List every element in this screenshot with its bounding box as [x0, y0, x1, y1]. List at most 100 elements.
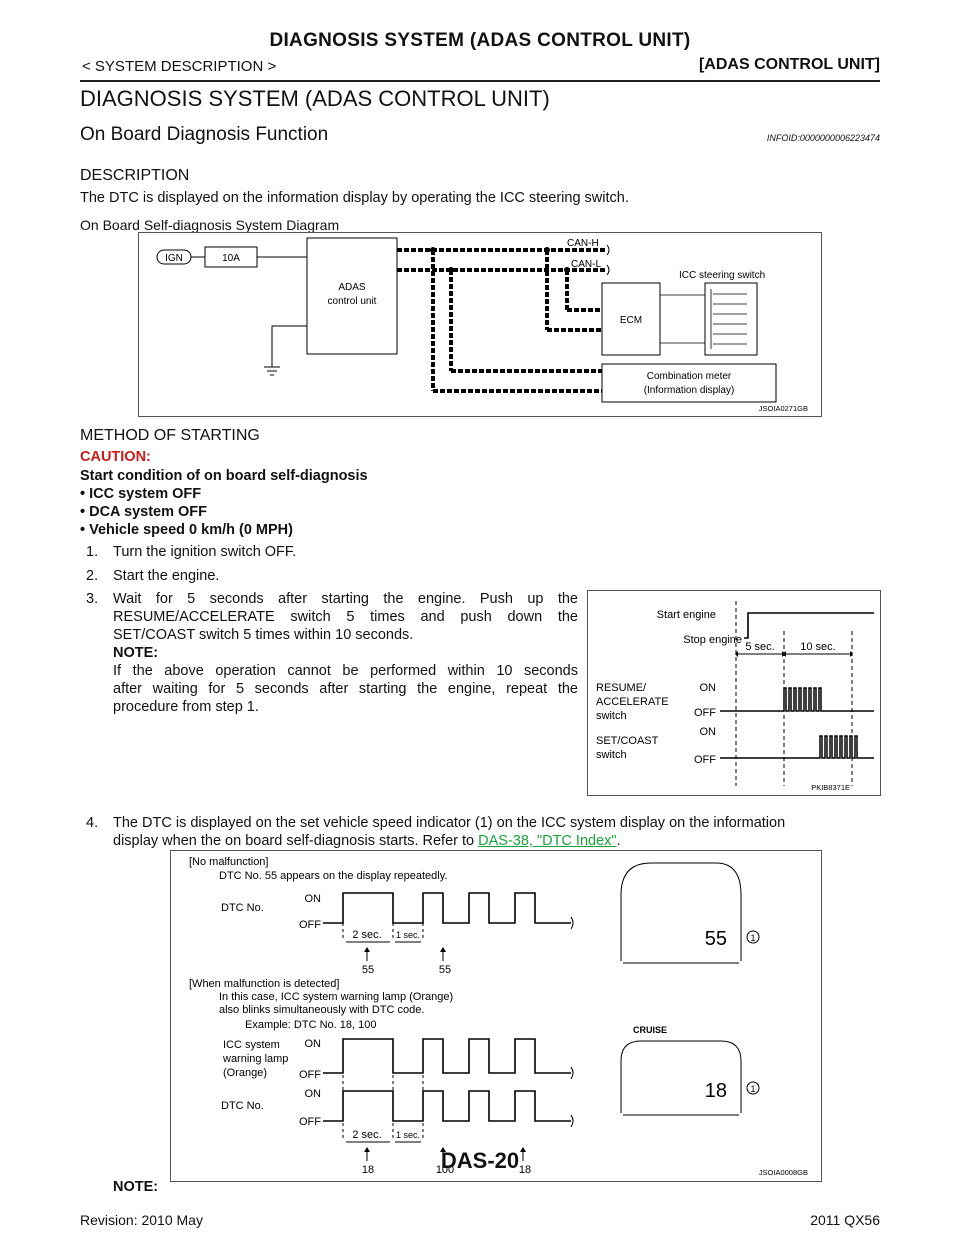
- can-l-label: CAN-L: [571, 259, 601, 270]
- step-3-line-3: SET/COAST switch 5 times within 10 secon…: [113, 627, 414, 643]
- dtc2-code-18-a: 18: [362, 1164, 374, 1176]
- resume-signal: [720, 687, 874, 712]
- step-4-line-1: The DTC is displayed on the set vehicle …: [113, 815, 786, 831]
- note-bottom: NOTE:: [113, 1179, 159, 1195]
- dtc1-break: [570, 916, 574, 930]
- icc-switch-box: [704, 282, 758, 356]
- ten-sec-label: 10 sec.: [800, 641, 835, 653]
- diagram-caption: On Board Self-diagnosis System Diagram: [80, 217, 340, 233]
- caution-item-1: • ICC system OFF: [80, 486, 202, 502]
- step-3-text: Wait for 5 seconds after starting the en…: [113, 590, 578, 716]
- fuse-label: 10A: [222, 253, 240, 264]
- dtc-blink-diagram-svg: [No malfunction] DTC No. 55 appears on t…: [189, 856, 808, 1177]
- dtc2-code-18-b: 18: [519, 1164, 531, 1176]
- can-junctions: [430, 247, 570, 273]
- lamp-on-label: ON: [305, 1038, 322, 1050]
- arrowhead-2: [783, 651, 786, 657]
- section-title: On Board Diagnosis Function: [80, 124, 329, 145]
- figure2-tag: PKIB8371E: [811, 783, 850, 792]
- icc-switch-label: ICC steering switch: [679, 270, 765, 281]
- dtc1-code-55-a: 55: [362, 964, 374, 976]
- cruise-indicator: CRUISE: [633, 1025, 667, 1035]
- no-malfunction-title: [No malfunction]: [189, 856, 268, 868]
- malfunction-desc-2: also blinks simultaneously with DTC code…: [219, 1004, 424, 1016]
- breadcrumb: < SYSTEM DESCRIPTION >: [82, 58, 277, 75]
- step-3-line-1: Wait for 5 seconds after starting the en…: [113, 591, 578, 607]
- resume-on-label: ON: [700, 682, 717, 694]
- can-h-label: CAN-H: [567, 238, 599, 249]
- step-3-note-label: NOTE:: [113, 645, 159, 661]
- malfunction-example: Example: DTC No. 18, 100: [245, 1019, 376, 1031]
- step-4-line-2: display when the on board self-diagnosis…: [113, 833, 621, 849]
- caution-title: Start condition of on board self-diagnos…: [80, 468, 368, 484]
- set-on-label: ON: [700, 726, 717, 738]
- system-diagram: IGN 10A ADAS control unit CAN-H CAN-L EC…: [138, 232, 822, 417]
- dtc-no-label-2: DTC No.: [221, 1100, 264, 1112]
- ground-wire: [271, 325, 307, 367]
- dtc2-one-sec: 1 sec.: [396, 1130, 420, 1140]
- dtc1-markers: [342, 923, 424, 941]
- section-label: [ADAS CONTROL UNIT]: [698, 56, 880, 73]
- timing-diagram-svg: Start engine Stop engine 5 sec. 10 sec. …: [596, 601, 874, 792]
- display-18-callout-num: 1: [750, 1084, 755, 1094]
- malfunction-title: [When malfunction is detected]: [189, 978, 339, 990]
- dtc2-signal: [323, 1090, 571, 1122]
- step-2-num: 2.: [86, 568, 99, 584]
- set-label-2: switch: [596, 749, 627, 761]
- step-1-num: 1.: [86, 544, 99, 560]
- dtc1-arrowhead-2: [440, 947, 446, 952]
- dtc1-arrowhead-1: [364, 947, 370, 952]
- arrowhead-3: [850, 651, 853, 657]
- set-signal: [720, 735, 874, 759]
- set-label-1: SET/COAST: [596, 735, 659, 747]
- dtc-no-label-1: DTC No.: [221, 902, 264, 914]
- ign-label: IGN: [165, 253, 183, 264]
- dtc2-markers: [342, 1039, 424, 1141]
- dtc-blink-diagram: [No malfunction] DTC No. 55 appears on t…: [170, 850, 822, 1182]
- figure1-tag: JSOIA0271GB: [759, 404, 808, 413]
- step-3-note-line-3: procedure from step 1.: [113, 699, 259, 715]
- resume-off-label: OFF: [694, 707, 716, 719]
- step-3-line-2: RESUME/ACCELERATE switch 5 times and pus…: [113, 609, 578, 625]
- caution-item-3: • Vehicle speed 0 km/h (0 MPH): [80, 522, 293, 538]
- running-header-title: DIAGNOSIS SYSTEM (ADAS CONTROL UNIT): [269, 30, 691, 51]
- step-2-text: Start the engine.: [113, 568, 220, 584]
- dtc2-code-100: 100: [436, 1164, 454, 1176]
- footer-revision: Revision: 2010 May: [80, 1212, 203, 1228]
- set-off-label: OFF: [694, 754, 716, 766]
- display-55-value: 55: [705, 928, 727, 950]
- page-code: DAS-20: [440, 1148, 520, 1173]
- description-heading: DESCRIPTION: [80, 167, 190, 184]
- display-55-frame: [620, 862, 742, 961]
- can-l-wave: [606, 264, 610, 276]
- lamp-break: [570, 1066, 574, 1080]
- can-h-wave: [606, 244, 610, 256]
- dtc2-arrowhead-1: [364, 1147, 370, 1152]
- page-title: DIAGNOSIS SYSTEM (ADAS CONTROL UNIT): [80, 86, 550, 111]
- dtc1-code-55-b: 55: [439, 964, 451, 976]
- dtc-index-link[interactable]: DAS-38, "DTC Index": [478, 833, 617, 849]
- no-malfunction-desc: DTC No. 55 appears on the display repeat…: [219, 870, 447, 882]
- can-bus-lines: [397, 248, 607, 393]
- system-diagram-svg: IGN 10A ADAS control unit CAN-H CAN-L EC…: [156, 237, 808, 413]
- lamp-label-3: (Orange): [223, 1067, 267, 1079]
- lamp-label-1: ICC system: [223, 1039, 280, 1051]
- dtc1-off-label: OFF: [299, 919, 321, 931]
- display-18-frame: [620, 1040, 742, 1113]
- arrowhead-4: [735, 651, 738, 657]
- ecm-label: ECM: [620, 315, 642, 326]
- combination-meter-box: [601, 363, 777, 403]
- engine-signal: [744, 612, 874, 639]
- dtc1-signal: [323, 892, 571, 924]
- dtc1-one-sec: 1 sec.: [396, 930, 420, 940]
- start-engine-label: Start engine: [657, 609, 716, 621]
- caution-item-2: • DCA system OFF: [80, 504, 208, 520]
- malfunction-desc-1: In this case, ICC system warning lamp (O…: [219, 991, 453, 1003]
- lamp-label-2: warning lamp: [222, 1053, 288, 1065]
- lamp-off-label: OFF: [299, 1069, 321, 1081]
- dtc1-on-label: ON: [305, 893, 322, 905]
- header-rule: [80, 80, 880, 82]
- adas-label-1: ADAS: [338, 282, 366, 293]
- ecm-box: [601, 282, 661, 356]
- adas-control-unit-box: [306, 237, 398, 355]
